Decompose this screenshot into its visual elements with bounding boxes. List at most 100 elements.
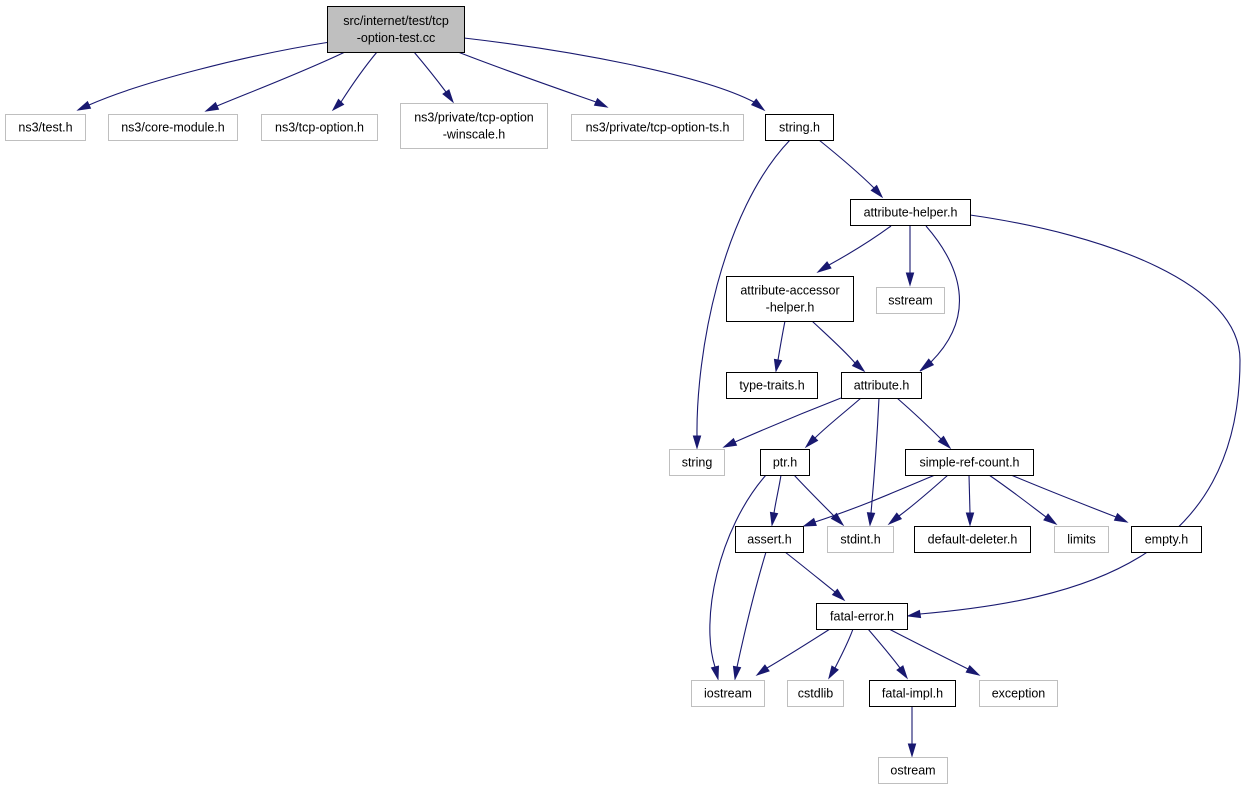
node-label: stdint.h [840,533,880,547]
edge-line [988,474,1047,518]
node-label: fatal-error.h [830,610,894,624]
arrow-head [593,97,609,108]
arrow-head [965,512,975,527]
edge-ptr_h-to-stdint_h [793,474,845,527]
node-label: attribute-helper.h [864,206,958,220]
edge-assert_h-to-iostream [732,551,767,681]
node-attribute-accessor-helper-h[interactable]: attribute-accessor-helper.h [726,276,854,322]
node-label: -helper.h [766,301,815,315]
edge-root-to-string_h [463,37,766,112]
edge-simple_ref_count_h-to-stdint_h [887,474,949,526]
node-box [914,526,1031,553]
edge-line [919,214,1241,615]
node-tcp-option-winscale-h: ns3/private/tcp-option -winscale.h [400,103,548,149]
node-label: ns3/private/tcp-option [414,111,534,125]
node-stdint-h: stdint.h [827,526,894,553]
edge-line [818,139,875,189]
node-box [571,114,744,141]
arrow-head [692,435,702,450]
node-label: -winscale.h [443,128,506,142]
node-label: ns3/private/tcp-option-ts.h [586,121,730,135]
node-box [726,372,818,399]
arrow-head [76,100,92,111]
node-label: ns3/test.h [18,121,72,135]
node-label: cstdlib [798,687,833,701]
edge-line [413,51,447,93]
node-label: limits [1067,533,1095,547]
edge-ptr_h-to-assert_h [769,474,782,527]
node-tcp-option-ts-h: ns3/private/tcp-option-ts.h [571,114,744,141]
edge-line [777,320,786,361]
edge-line [968,474,971,514]
node-type-traits-h[interactable]: type-traits.h [726,372,818,399]
arrow-head [965,665,981,676]
arrow-head [887,512,903,526]
edge-attribute_helper_h-to-fatal_error_h [906,214,1241,619]
edge-line [696,139,791,437]
arrow-head [907,743,917,758]
node-box [850,199,971,226]
arrow-head [722,437,738,448]
node-box [1131,526,1202,553]
arrow-head [710,665,720,681]
node-limits: limits [1054,526,1109,553]
node-box [691,680,765,707]
edge-attribute_accessor_helper_h-to-attribute_h [811,320,866,373]
arrow-head [442,89,455,104]
edge-root-to-tcp_option_h [331,51,378,112]
edge-attribute_helper_h-to-attribute_h [919,225,961,372]
node-simple-ref-count-h[interactable]: simple-ref-count.h [905,449,1034,476]
node-fatal-impl-h[interactable]: fatal-impl.h [869,680,956,707]
edge-fatal_error_h-to-cstdlib [828,628,854,680]
edge-attribute_accessor_helper_h-to-type_traits_h [773,320,786,373]
edge-root-to-tcp_option_winscale_h [413,51,455,104]
edge-line [925,225,961,363]
node-label: string.h [779,121,820,135]
arrow-head [816,261,832,274]
edge-line [834,628,854,669]
edge-line [457,51,597,103]
edge-string_h-to-string [692,139,791,450]
edge-root-to-tcp_option_ts_h [457,51,609,108]
node-fatal-error-h[interactable]: fatal-error.h [816,603,908,630]
node-attribute-h[interactable]: attribute.h [841,372,922,399]
edge-line [870,397,880,514]
node-empty-h[interactable]: empty.h [1131,526,1202,553]
node-root: src/internet/test/tcp-option-test.cc [327,6,465,53]
node-attribute-helper-h[interactable]: attribute-helper.h [850,199,971,226]
node-label: ptr.h [773,456,797,470]
arrow-head [831,588,846,602]
node-box [816,603,908,630]
node-box [760,449,810,476]
edge-line [463,37,755,103]
node-label: empty.h [1145,533,1189,547]
node-box [765,114,834,141]
node-label: ns3/tcp-option.h [275,121,364,135]
edges-layer [76,37,1241,758]
node-assert-h[interactable]: assert.h [735,526,804,553]
edge-assert_h-to-fatal_error_h [784,551,846,602]
node-label: iostream [704,687,752,701]
node-default-deleter-h[interactable]: default-deleter.h [914,526,1031,553]
node-tcp-option-h: ns3/tcp-option.h [261,114,378,141]
node-box [726,276,854,322]
edge-simple_ref_count_h-to-limits [988,474,1058,526]
edge-fatal_impl_h-to-ostream [907,706,917,758]
node-string-h[interactable]: string.h [765,114,834,141]
node-ptr-h[interactable]: ptr.h [760,449,810,476]
node-label: exception [992,687,1046,701]
node-label: type-traits.h [739,379,804,393]
edge-simple_ref_count_h-to-default_deleter_h [965,474,975,527]
node-cstdlib: cstdlib [787,680,844,707]
node-core-module-h: ns3/core-module.h [108,114,238,141]
node-label: default-deleter.h [928,533,1018,547]
node-label: attribute.h [854,379,910,393]
node-iostream: iostream [691,680,765,707]
edge-attribute_h-to-ptr_h [804,397,862,449]
edge-line [898,474,949,517]
edge-attribute_h-to-simple_ref_count_h [896,397,952,450]
edge-line [811,320,856,364]
node-box [827,526,894,553]
edge-attribute_h-to-string [722,397,842,448]
